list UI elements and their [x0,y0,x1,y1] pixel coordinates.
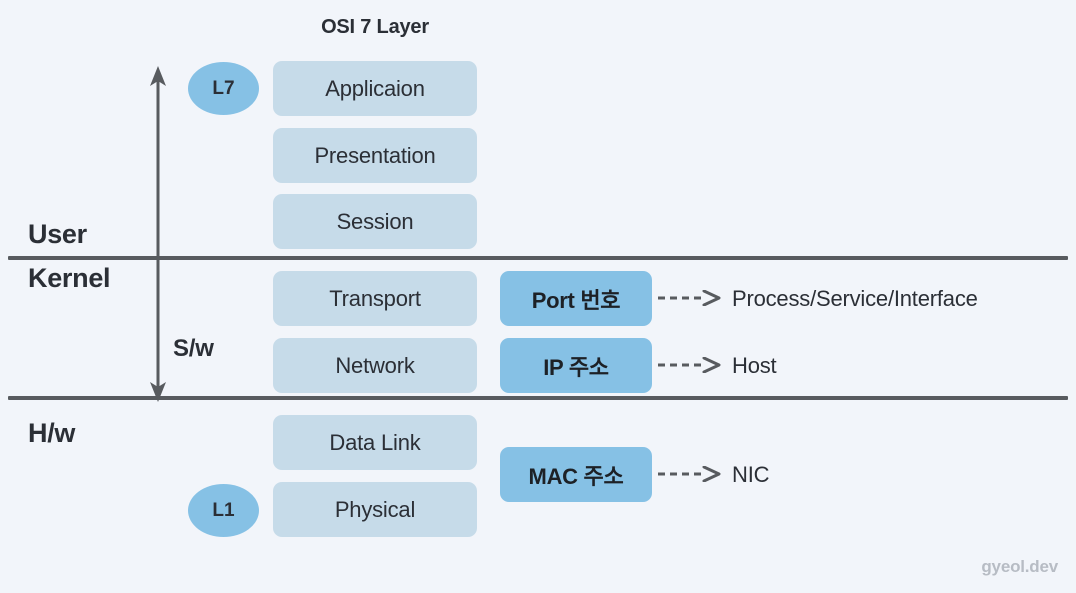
vertical-double-arrow-icon [142,64,174,404]
page-title: OSI 7 Layer [321,16,429,38]
level-pill-l7: L7 [188,62,259,115]
watermark: gyeol.dev [981,557,1058,576]
layer-box-physical[interactable]: Physical [273,482,477,537]
layer-box-session[interactable]: Session [273,194,477,249]
layer-box-transport[interactable]: Transport [273,271,477,326]
zone-label-user: User [28,219,87,249]
layer-box-data-link[interactable]: Data Link [273,415,477,470]
dashed-arrow-icon [658,356,724,374]
mapping-badge-mac-address[interactable]: MAC 주소 [500,447,652,502]
mapping-target-host: Host [732,353,777,378]
dashed-arrow-icon [658,289,724,307]
layer-box-presentation[interactable]: Presentation [273,128,477,183]
mapping-badge-ip-address[interactable]: IP 주소 [500,338,652,393]
zone-label-hardware: H/w [28,418,76,448]
divider-user-kernel [8,256,1068,260]
divider-kernel-hardware [8,396,1068,400]
zone-label-kernel: Kernel [28,263,111,293]
layer-box-network[interactable]: Network [273,338,477,393]
dashed-arrow-icon [658,465,724,483]
mapping-target-process-service-interface: Process/Service/Interface [732,286,978,311]
layer-box-application[interactable]: Applicaion [273,61,477,116]
level-pill-l1: L1 [188,484,259,537]
software-axis-label: S/w [173,335,214,362]
mapping-target-nic: NIC [732,462,770,487]
mapping-badge-port-number[interactable]: Port 번호 [500,271,652,326]
